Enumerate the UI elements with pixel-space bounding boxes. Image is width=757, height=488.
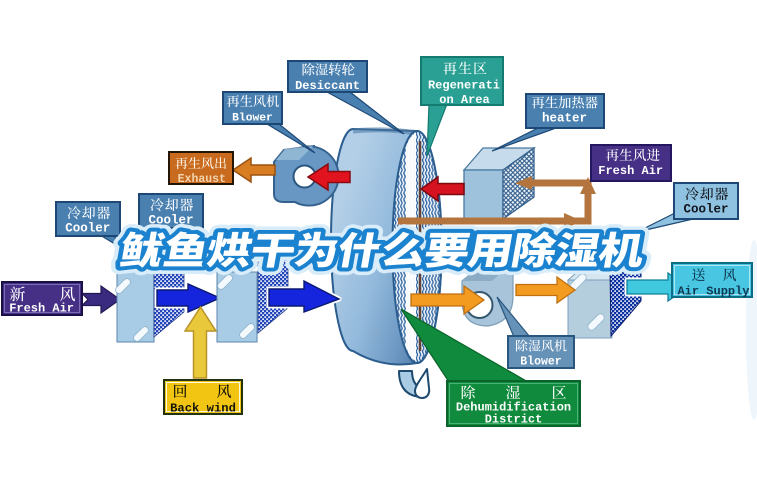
svg-text:Regenerati: Regenerati — [428, 79, 500, 93]
svg-text:Back wind: Back wind — [170, 402, 236, 416]
svg-text:xt: xt — [370, 325, 381, 340]
svg-text:on Area: on Area — [439, 93, 489, 107]
svg-text:Fresh Air: Fresh Air — [9, 302, 74, 316]
svg-text:Dehumidification: Dehumidification — [456, 401, 571, 415]
svg-text:Cooler: Cooler — [65, 222, 110, 236]
svg-text:Cooler: Cooler — [683, 203, 728, 217]
svg-text:Blower: Blower — [520, 356, 562, 369]
svg-text:Air Supply: Air Supply — [677, 285, 749, 299]
svg-text:District: District — [485, 413, 543, 427]
svg-text:Blower: Blower — [232, 113, 273, 125]
svg-text:Exhaust: Exhaust — [178, 173, 226, 186]
svg-text:Fresh Air: Fresh Air — [598, 164, 663, 178]
svg-text:heater: heater — [542, 112, 587, 126]
svg-text:Desiccant: Desiccant — [295, 79, 360, 93]
